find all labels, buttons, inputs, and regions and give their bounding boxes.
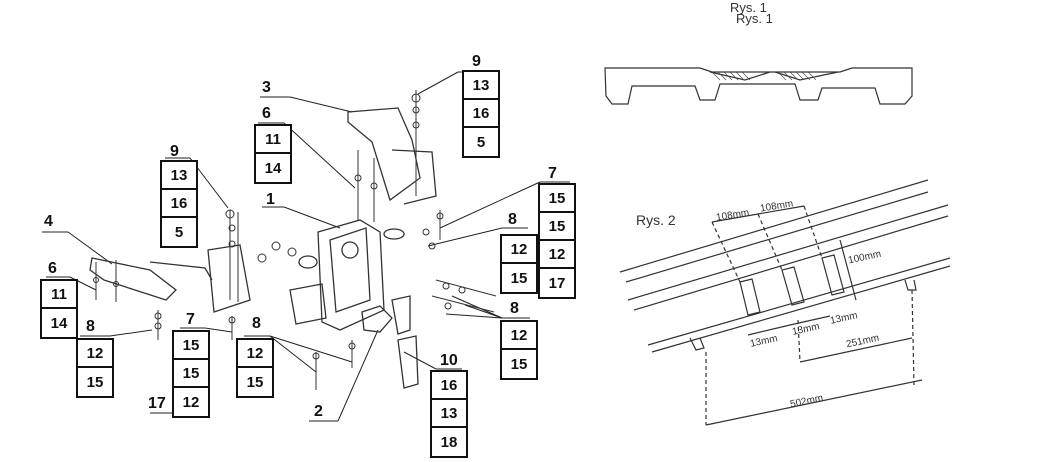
parts-box-cell: 5 (476, 133, 486, 151)
callout-3: 3 (262, 79, 271, 96)
parts-box-cell: 12 (78, 340, 112, 368)
parts-box-cell: 14 (50, 314, 68, 332)
parts-box-10: 16 13 18 (430, 370, 468, 458)
parts-box-7-left: 15 15 12 (172, 330, 210, 418)
parts-box-cell: 13 (162, 162, 196, 190)
parts-box-8-right-lower: 12 15 (500, 320, 538, 380)
callout-7-left: 7 (186, 311, 195, 328)
parts-box-cell: 12 (238, 340, 272, 368)
parts-box-cell: 5 (174, 223, 184, 241)
parts-box-cell: 15 (174, 332, 208, 360)
parts-box-8-right-upper: 12 15 (500, 234, 538, 294)
callout-8-middle: 8 (252, 315, 261, 332)
parts-box-cell: 15 (510, 269, 528, 287)
parts-box-cell: 15 (540, 213, 574, 241)
hitch-parts (89, 107, 437, 389)
callout-1: 1 (266, 191, 275, 208)
parts-box-cell: 13 (432, 400, 466, 428)
parts-box-cell: 17 (548, 274, 566, 292)
parts-box-cell: 15 (540, 185, 574, 213)
parts-box-cell: 12 (502, 236, 536, 264)
parts-box-cell: 11 (256, 126, 290, 154)
parts-box-6-upper: 11 14 (254, 124, 292, 184)
fasteners (93, 90, 497, 390)
callout-6-left: 6 (48, 260, 57, 277)
parts-box-cell: 18 (440, 433, 458, 451)
parts-box-8-middle: 12 15 (236, 338, 274, 398)
parts-box-cell: 15 (246, 373, 264, 391)
parts-box-cell: 15 (174, 360, 208, 388)
figure-2-title: Rys. 2 (636, 212, 676, 228)
parts-box-cell: 12 (182, 393, 200, 411)
parts-box-cell: 15 (510, 355, 528, 373)
parts-box-cell: 14 (264, 159, 282, 177)
callout-7-right: 7 (548, 165, 557, 182)
callout-6-upper: 6 (262, 105, 271, 122)
parts-box-9-top: 13 16 5 (462, 70, 500, 158)
parts-box-cell: 16 (432, 372, 466, 400)
parts-box-cell: 12 (502, 322, 536, 350)
callout-8-right-upper: 8 (508, 211, 517, 228)
callout-17: 17 (148, 395, 166, 412)
figure-1-title: Rys. 1 (730, 0, 767, 15)
parts-box-cell: 13 (464, 72, 498, 100)
parts-box-cell: 12 (540, 241, 574, 269)
callout-9-left: 9 (170, 143, 179, 160)
bumper-plan (619, 179, 951, 426)
bumper-profile (604, 67, 913, 105)
callout-4: 4 (44, 213, 53, 230)
callout-8-right-lower: 8 (510, 300, 519, 317)
callout-10: 10 (440, 352, 458, 369)
figure-1-title-duplicate: Rys. 1 (736, 11, 773, 26)
parts-box-cell: 16 (464, 100, 498, 128)
callout-9-top: 9 (472, 53, 481, 70)
callout-2: 2 (314, 403, 323, 420)
parts-box-7-right: 15 15 12 17 (538, 183, 576, 299)
callout-8-left: 8 (86, 318, 95, 335)
parts-box-cell: 15 (86, 373, 104, 391)
parts-box-6-left: 11 14 (40, 279, 78, 339)
parts-box-8-left: 12 15 (76, 338, 114, 398)
parts-box-9-left: 13 16 5 (160, 160, 198, 248)
parts-box-cell: 11 (42, 281, 76, 309)
parts-box-cell: 16 (162, 190, 196, 218)
